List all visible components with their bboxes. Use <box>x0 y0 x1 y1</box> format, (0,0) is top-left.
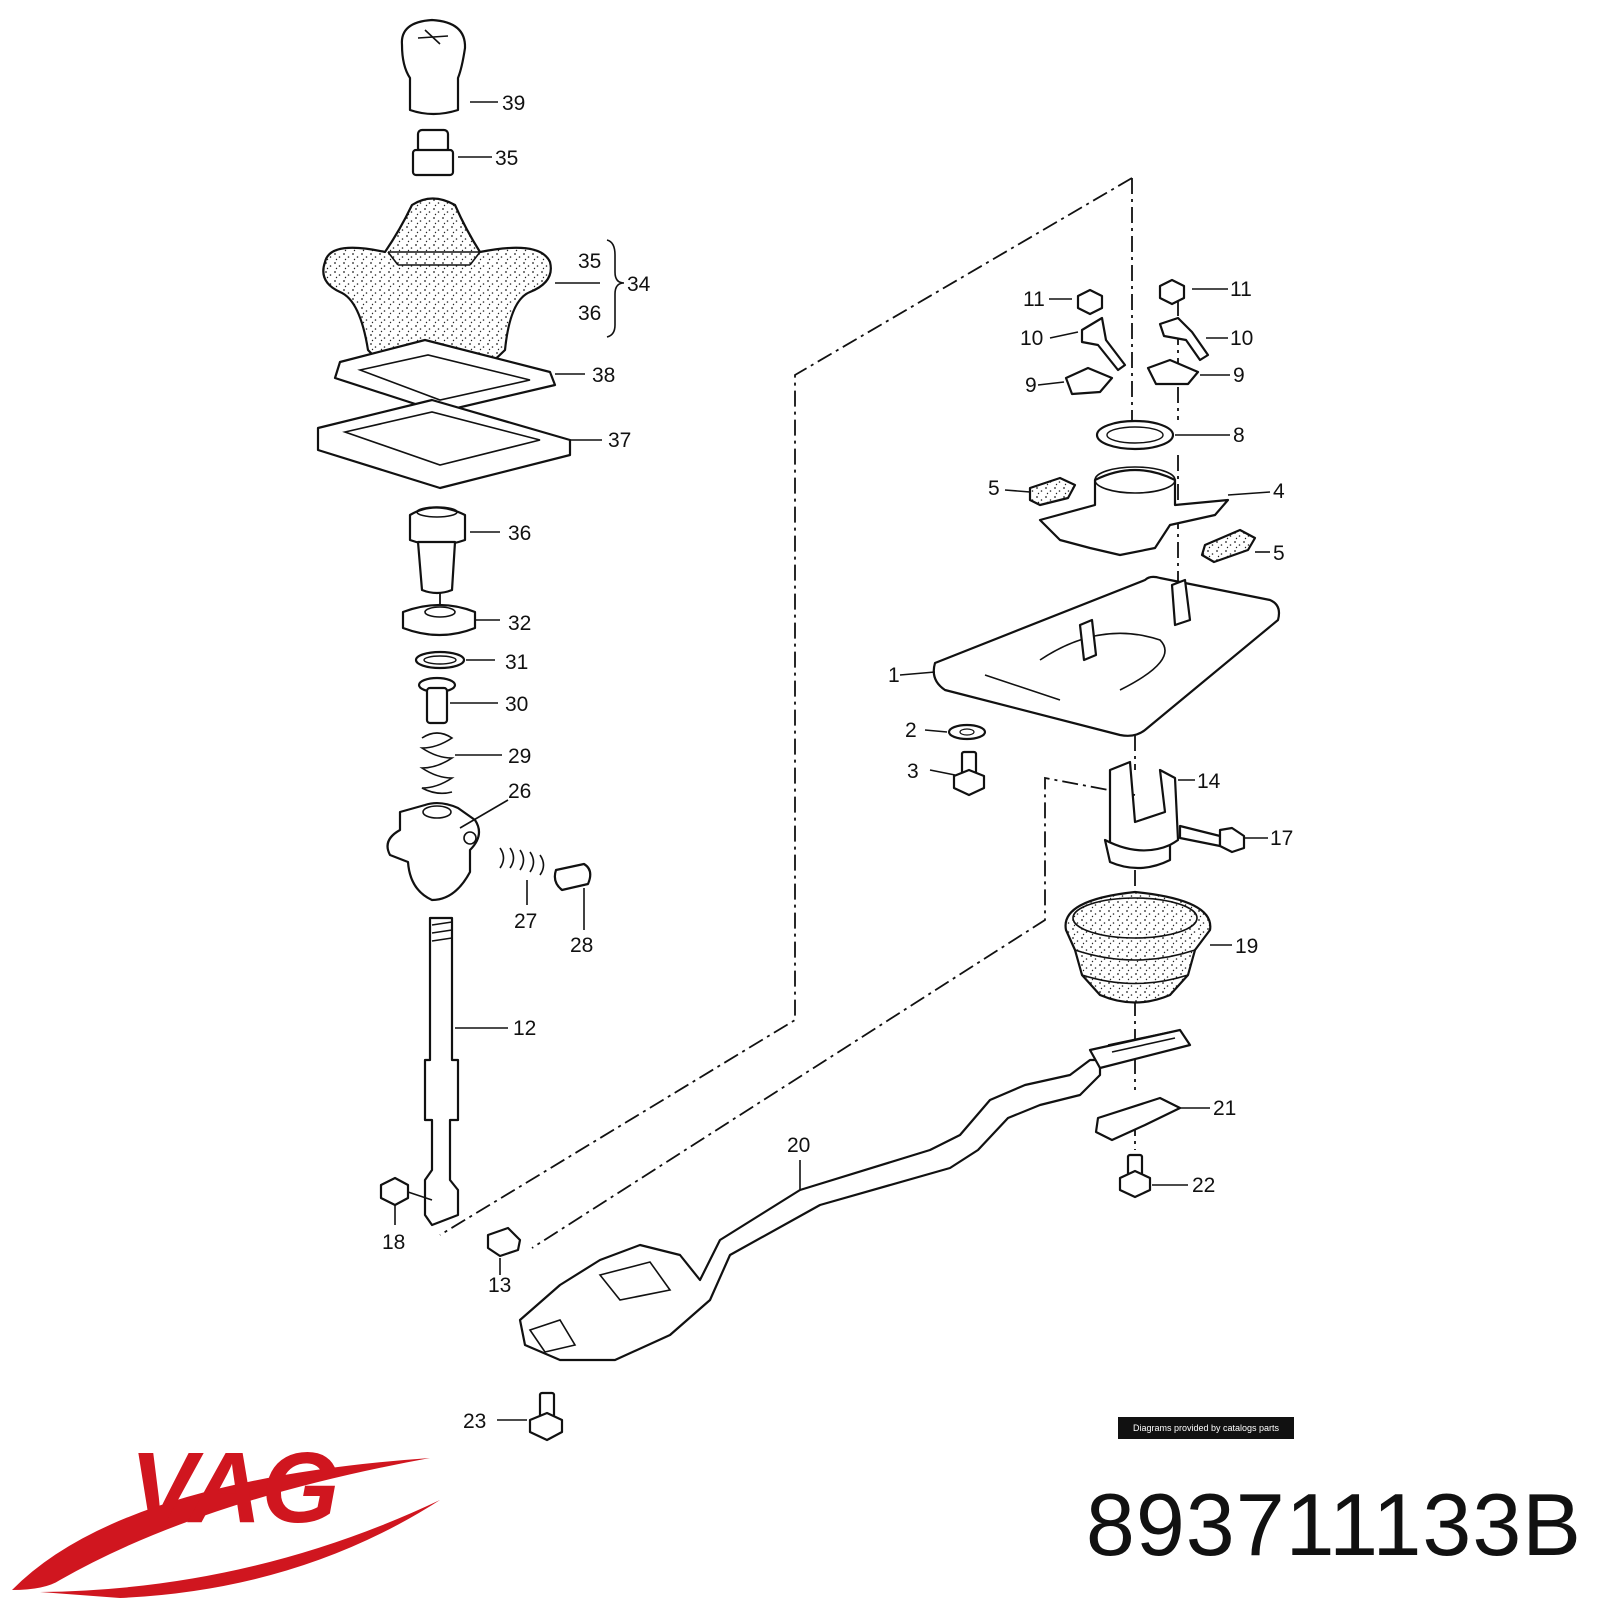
pad-5-left <box>1028 476 1077 507</box>
knob-insert <box>411 128 455 177</box>
callout-36: 36 <box>508 522 531 545</box>
circlip-31 <box>414 650 466 670</box>
callout-17: 17 <box>1270 827 1293 850</box>
callout-3: 3 <box>907 760 919 783</box>
callout-38: 38 <box>592 364 615 387</box>
callout-31: 31 <box>505 651 528 674</box>
callout-4: 4 <box>1273 480 1285 503</box>
clamp-10-left <box>1080 316 1127 372</box>
callout-10-right: 10 <box>1230 327 1253 350</box>
callout-39: 39 <box>502 92 525 115</box>
callout-36-group: 36 <box>578 302 601 325</box>
bracket-21 <box>1094 1096 1182 1142</box>
callout-19: 19 <box>1235 935 1258 958</box>
pin-13 <box>486 1226 522 1258</box>
callout-32: 32 <box>508 612 531 635</box>
callout-28: 28 <box>570 934 593 957</box>
boot-frame <box>333 338 557 414</box>
callout-18: 18 <box>382 1231 405 1254</box>
callout-8: 8 <box>1233 424 1245 447</box>
callout-14: 14 <box>1197 770 1221 793</box>
callout-13: 13 <box>488 1274 511 1297</box>
callout-9-left: 9 <box>1025 374 1037 397</box>
ball-housing-26 <box>386 801 481 902</box>
spring-seat-30 <box>417 676 457 725</box>
callout-34: 34 <box>627 273 651 296</box>
bolt-23 <box>528 1391 564 1442</box>
ring-8 <box>1095 419 1175 451</box>
callout-20: 20 <box>787 1134 810 1157</box>
logo-swoosh <box>12 1458 430 1590</box>
callout-37: 37 <box>608 429 631 452</box>
spring-27 <box>499 847 545 876</box>
shift-linkage-20 <box>518 1028 1192 1362</box>
clamp-10-right <box>1158 316 1210 362</box>
clip-9-right <box>1146 358 1200 386</box>
part-number: 893711133B <box>1085 1475 1582 1574</box>
boot-base-plate <box>316 398 572 490</box>
callout-12: 12 <box>513 1017 536 1040</box>
callout-1: 1 <box>888 664 900 687</box>
logo-wordmark: VAG <box>130 1440 339 1544</box>
callout-21: 21 <box>1213 1097 1236 1120</box>
callout-9-right: 9 <box>1233 364 1245 387</box>
callout-26: 26 <box>508 780 531 803</box>
callout-35-top: 35 <box>495 147 518 170</box>
nut-18 <box>379 1176 433 1207</box>
leader-lines <box>394 101 1271 1421</box>
callout-27: 27 <box>514 910 537 933</box>
logo-swoosh-lower <box>40 1500 440 1598</box>
callout-29: 29 <box>508 745 531 768</box>
vag-logo: VAG <box>12 1440 440 1598</box>
callout-5-right: 5 <box>1273 542 1285 565</box>
bolt-22 <box>1118 1153 1152 1199</box>
clevis-14 <box>1103 760 1180 870</box>
spring-29 <box>419 732 455 795</box>
callout-5-left: 5 <box>988 477 1000 500</box>
bolt-17 <box>1178 824 1246 854</box>
pad-5-right <box>1200 528 1257 564</box>
diagram-credit: Diagrams provided by catalogs parts <box>1118 1417 1294 1439</box>
callout-30: 30 <box>505 693 528 716</box>
shift-knob <box>400 18 467 116</box>
rubber-boot-19 <box>1064 890 1212 1004</box>
nut-11-right <box>1158 278 1186 306</box>
callout-11-right: 11 <box>1230 278 1252 301</box>
callout-10-left: 10 <box>1020 327 1043 350</box>
bolt-3 <box>952 750 986 797</box>
callout-labels: 1 2 3 4 5 5 8 9 9 10 10 11 11 12 13 14 1… <box>382 92 1293 1433</box>
lever-bushing <box>408 506 467 595</box>
callout-22: 22 <box>1192 1174 1215 1197</box>
clip-9-left <box>1064 366 1114 396</box>
callout-11-left: 11 <box>1023 288 1045 311</box>
washer-2 <box>947 723 987 741</box>
base-plate-1 <box>932 575 1281 737</box>
guide-bracket-4 <box>1038 466 1230 557</box>
callout-2: 2 <box>905 719 917 742</box>
nut-11-left <box>1076 288 1104 316</box>
shift-rod-12 <box>423 916 460 1227</box>
callout-35-group: 35 <box>578 250 601 273</box>
shift-boot-assembly <box>322 197 552 387</box>
washer-32 <box>401 603 477 637</box>
callout-23: 23 <box>463 1410 486 1433</box>
pin-28 <box>553 862 592 892</box>
